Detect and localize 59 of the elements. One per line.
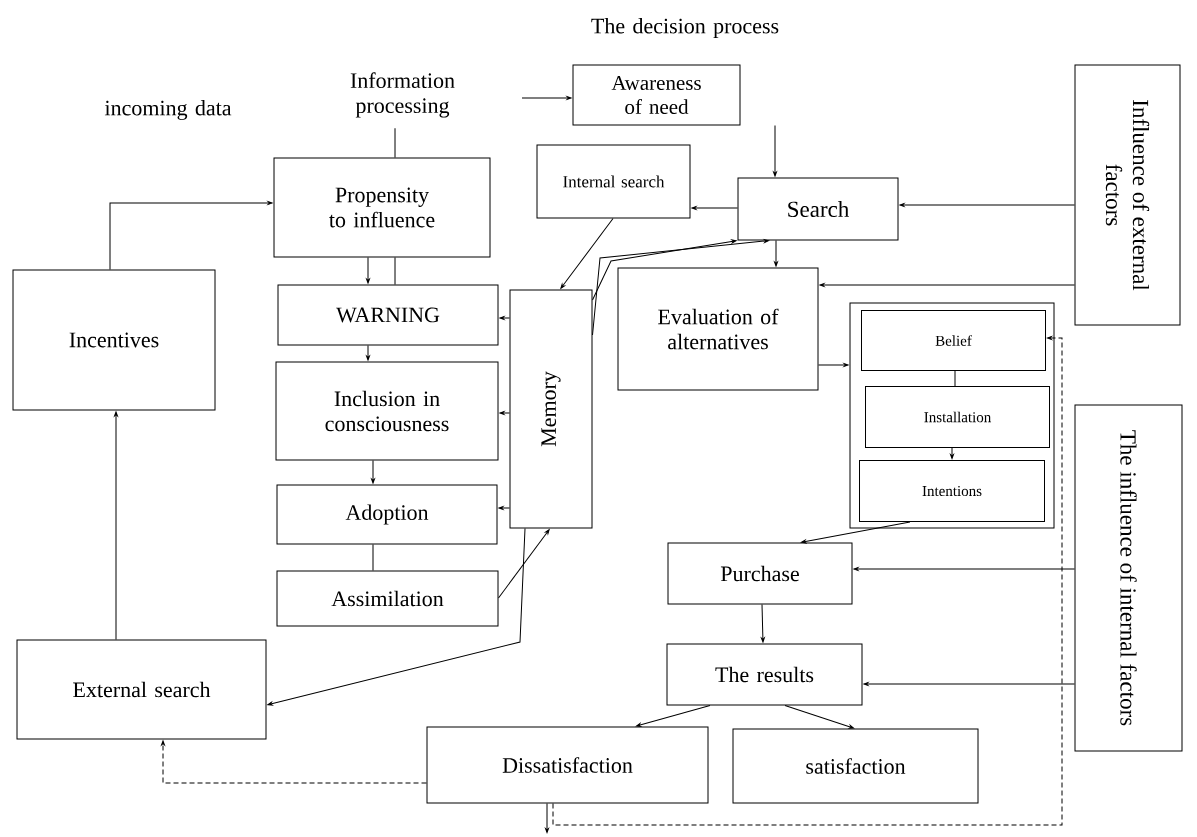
process-box: satisfaction <box>732 728 979 804</box>
factor-box: The influence of internal factors <box>1074 404 1183 752</box>
arrow <box>853 567 1075 571</box>
process-box: Propensity to influence <box>273 157 491 258</box>
arrow <box>366 345 370 361</box>
arrow <box>498 506 510 510</box>
arrow <box>592 239 737 301</box>
arrow <box>592 239 770 336</box>
arrow <box>774 240 778 267</box>
arrow <box>552 336 1063 826</box>
process-box: WARNING <box>277 284 499 346</box>
arrow <box>498 529 550 599</box>
arrow <box>109 201 273 270</box>
connector-line <box>394 257 396 285</box>
process-box: Belief <box>861 310 1046 371</box>
arrow <box>761 604 765 643</box>
heading-text: incoming data <box>104 100 232 120</box>
arrow <box>800 521 911 544</box>
process-box: The results <box>666 643 863 706</box>
process-box: Assimilation <box>276 570 499 627</box>
process-box: Adoption <box>276 484 498 545</box>
factor-box: Memory <box>509 289 593 529</box>
factor-box: Influence of external factors <box>1074 64 1181 326</box>
arrow <box>950 447 954 459</box>
process-box: Purchase <box>667 542 853 605</box>
arrow <box>863 682 1075 686</box>
heading-text: Information processing <box>350 72 455 118</box>
process-box: Installation <box>865 386 1050 448</box>
process-box: Internal search <box>536 144 691 219</box>
arrow <box>691 206 738 210</box>
arrow <box>899 203 1075 207</box>
process-box: Awareness of need <box>572 64 741 126</box>
process-box: Inclusion in consciousness <box>275 361 499 461</box>
arrow <box>366 257 370 284</box>
arrow <box>818 363 849 367</box>
connector-line <box>954 370 956 387</box>
arrow <box>819 283 1075 287</box>
connector-line <box>372 544 374 571</box>
arrow <box>635 705 711 727</box>
arrow <box>499 316 510 320</box>
arrow <box>545 803 549 833</box>
arrow <box>521 96 572 100</box>
connector-line <box>394 127 396 158</box>
process-box: Incentives <box>12 269 216 411</box>
arrow <box>161 740 427 784</box>
process-box: Intentions <box>859 460 1045 522</box>
arrow <box>560 218 614 289</box>
arrow <box>267 528 526 706</box>
arrow <box>773 125 777 177</box>
process-box: Search <box>737 177 899 241</box>
process-box: Dissatisfaction <box>426 726 709 804</box>
arrow <box>499 411 510 415</box>
process-box: External search <box>16 639 267 740</box>
group-box <box>849 302 1055 529</box>
arrow <box>371 460 375 484</box>
heading-text: The decision process <box>591 18 779 38</box>
arrow <box>114 411 118 640</box>
process-box: Evaluation of alternatives <box>617 267 819 391</box>
arrow <box>784 705 855 729</box>
